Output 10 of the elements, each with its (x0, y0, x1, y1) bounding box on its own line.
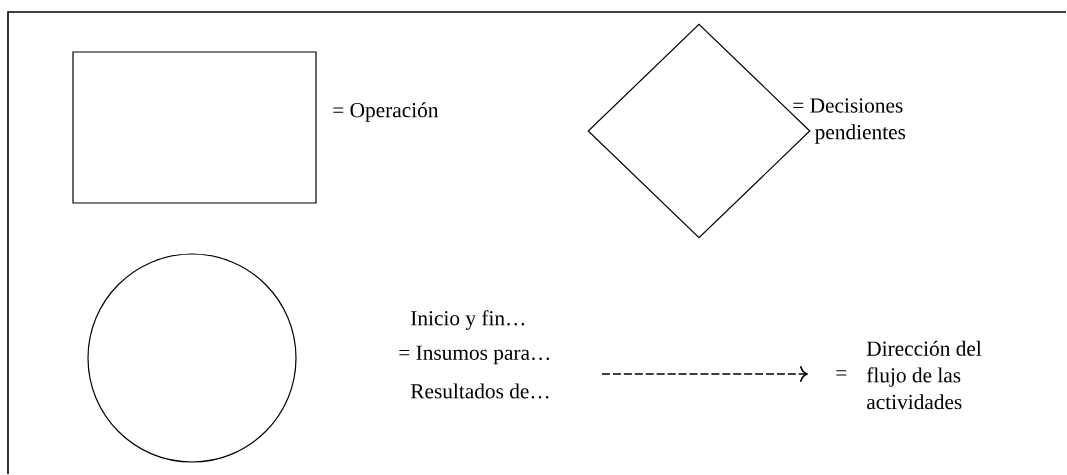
terminal-circle (87, 253, 297, 463)
symbol-description: = Insumos para… (399, 345, 550, 365)
equals-sign: = (836, 370, 847, 376)
process-box (72, 51, 317, 204)
symbol-description: Inicio y fin… (411, 310, 525, 330)
decision-diamond (587, 23, 811, 239)
symbol-description: = Decisiones pendientes (793, 98, 906, 144)
symbol-description: = Operación (333, 102, 439, 122)
symbol-description: Resultados de… (410, 383, 549, 399)
symbol-description: Dirección del flujo de las actividades (866, 340, 982, 410)
